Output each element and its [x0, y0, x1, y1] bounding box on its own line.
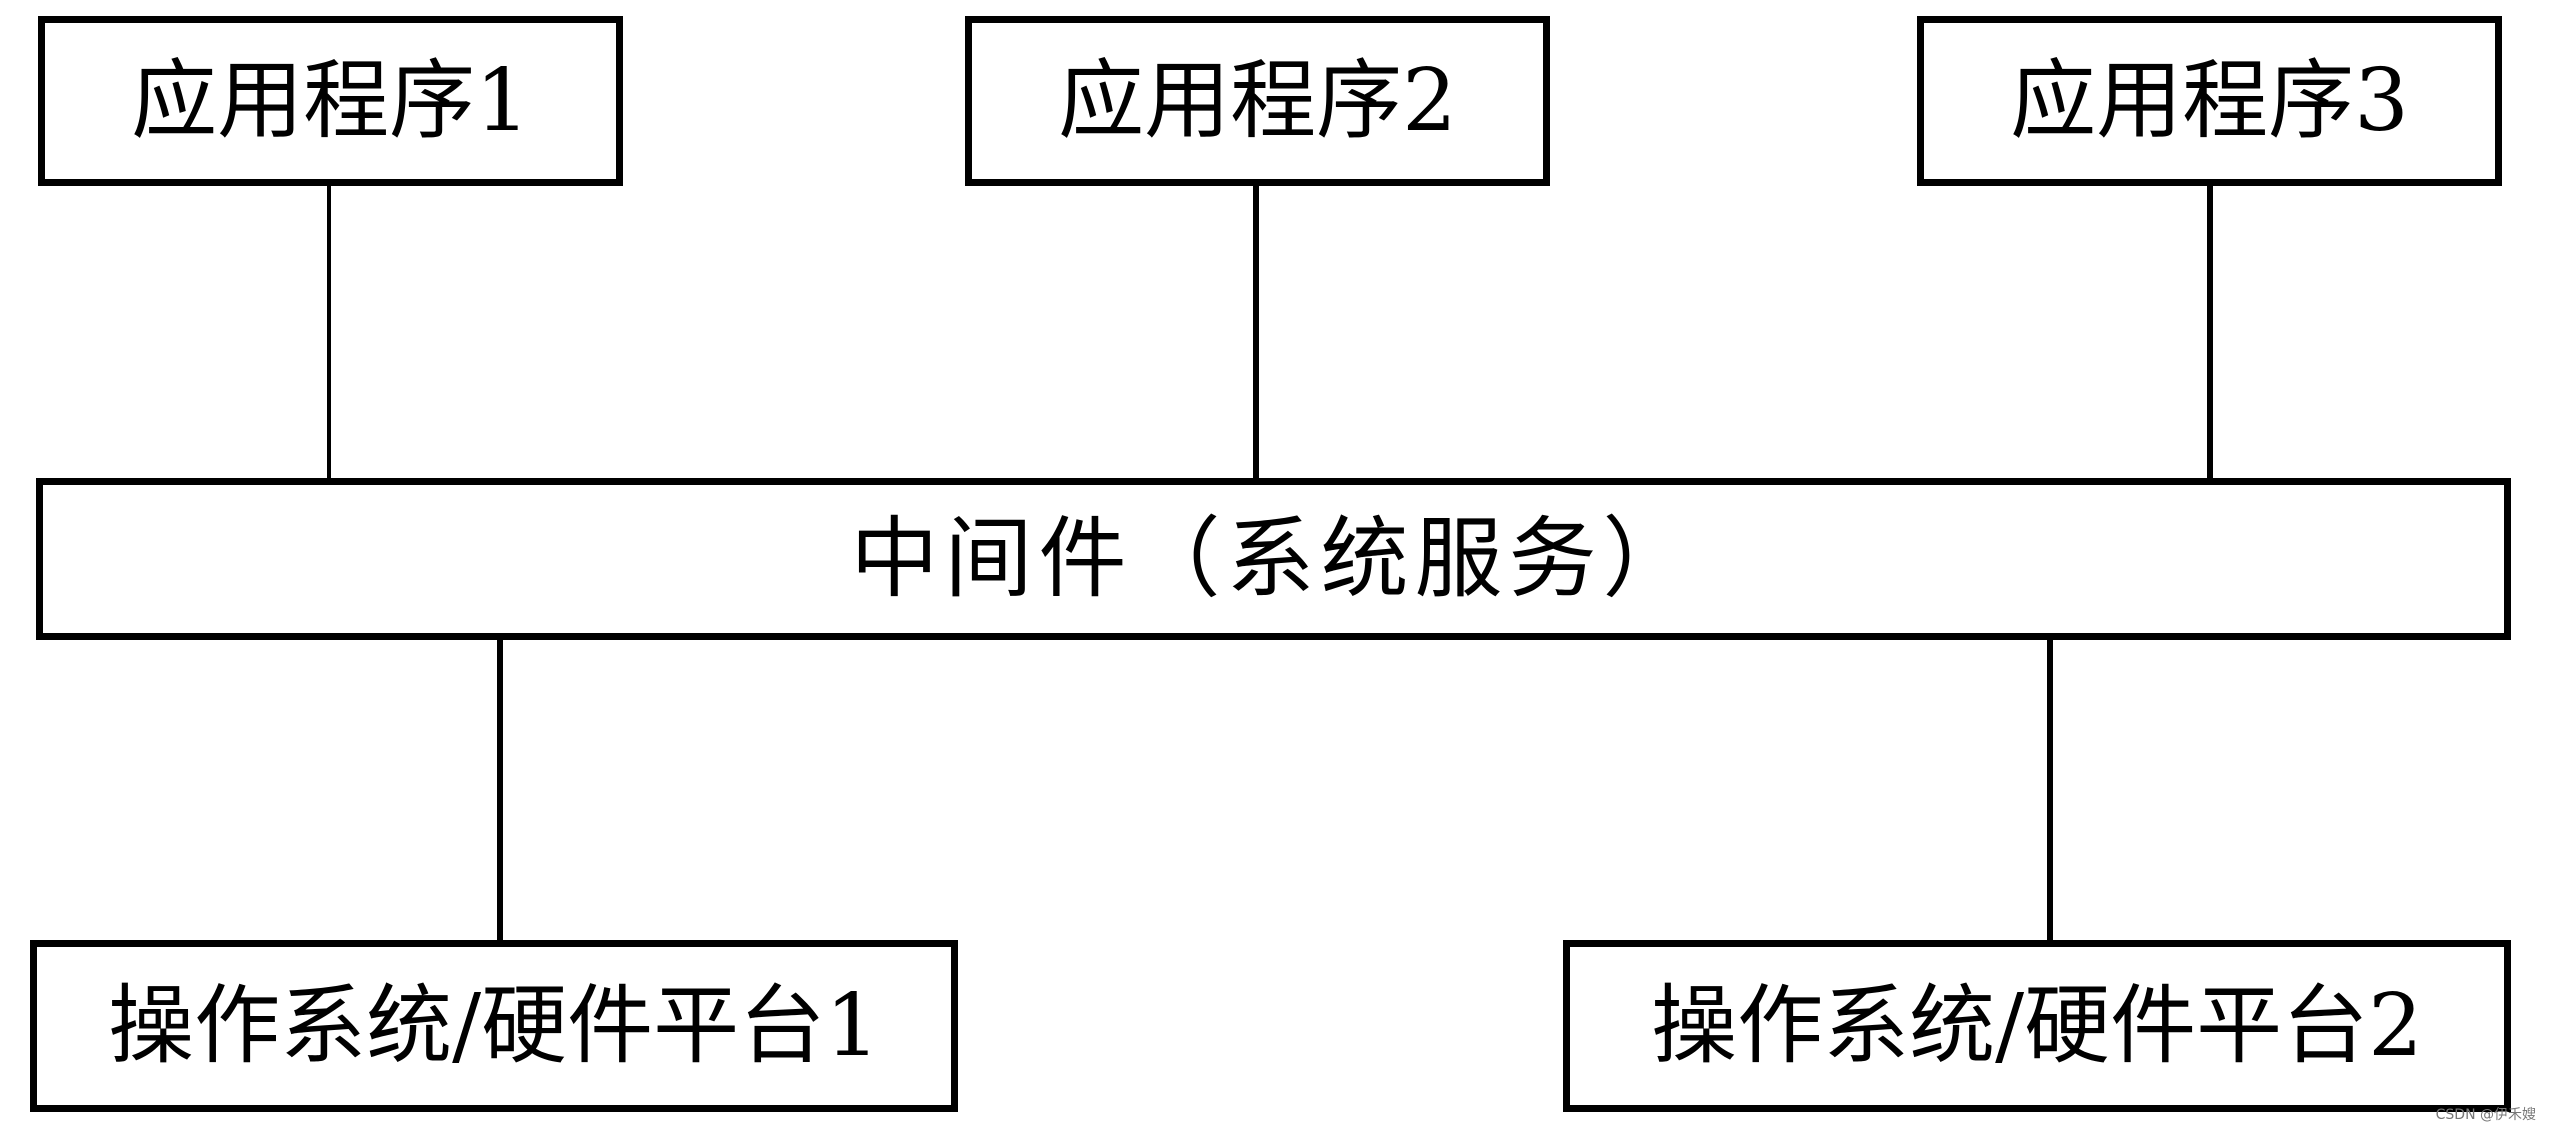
app-box-3: 应用程序3: [1917, 16, 2502, 186]
platform-label-1: 操作系统/硬件平台1: [108, 976, 880, 1076]
middleware-box: 中间件（系统服务）: [36, 478, 2511, 640]
app-box-2: 应用程序2: [965, 16, 1550, 186]
app-label-1: 应用程序1: [131, 51, 530, 151]
connector-middleware-platform2: [2047, 634, 2053, 944]
app-label-3: 应用程序3: [2010, 51, 2409, 151]
connector-app3-middleware: [2207, 180, 2213, 482]
connector-app1-middleware: [327, 180, 331, 482]
middleware-label: 中间件（系统服务）: [850, 507, 1697, 610]
platform-box-2: 操作系统/硬件平台2: [1563, 940, 2511, 1112]
platform-box-1: 操作系统/硬件平台1: [30, 940, 958, 1112]
app-box-1: 应用程序1: [38, 16, 623, 186]
connector-app2-middleware: [1253, 180, 1259, 482]
platform-label-2: 操作系统/硬件平台2: [1651, 976, 2423, 1076]
watermark: CSDN @伊禾嫂: [2435, 1107, 2536, 1123]
app-label-2: 应用程序2: [1058, 51, 1457, 151]
connector-middleware-platform1: [497, 634, 503, 944]
